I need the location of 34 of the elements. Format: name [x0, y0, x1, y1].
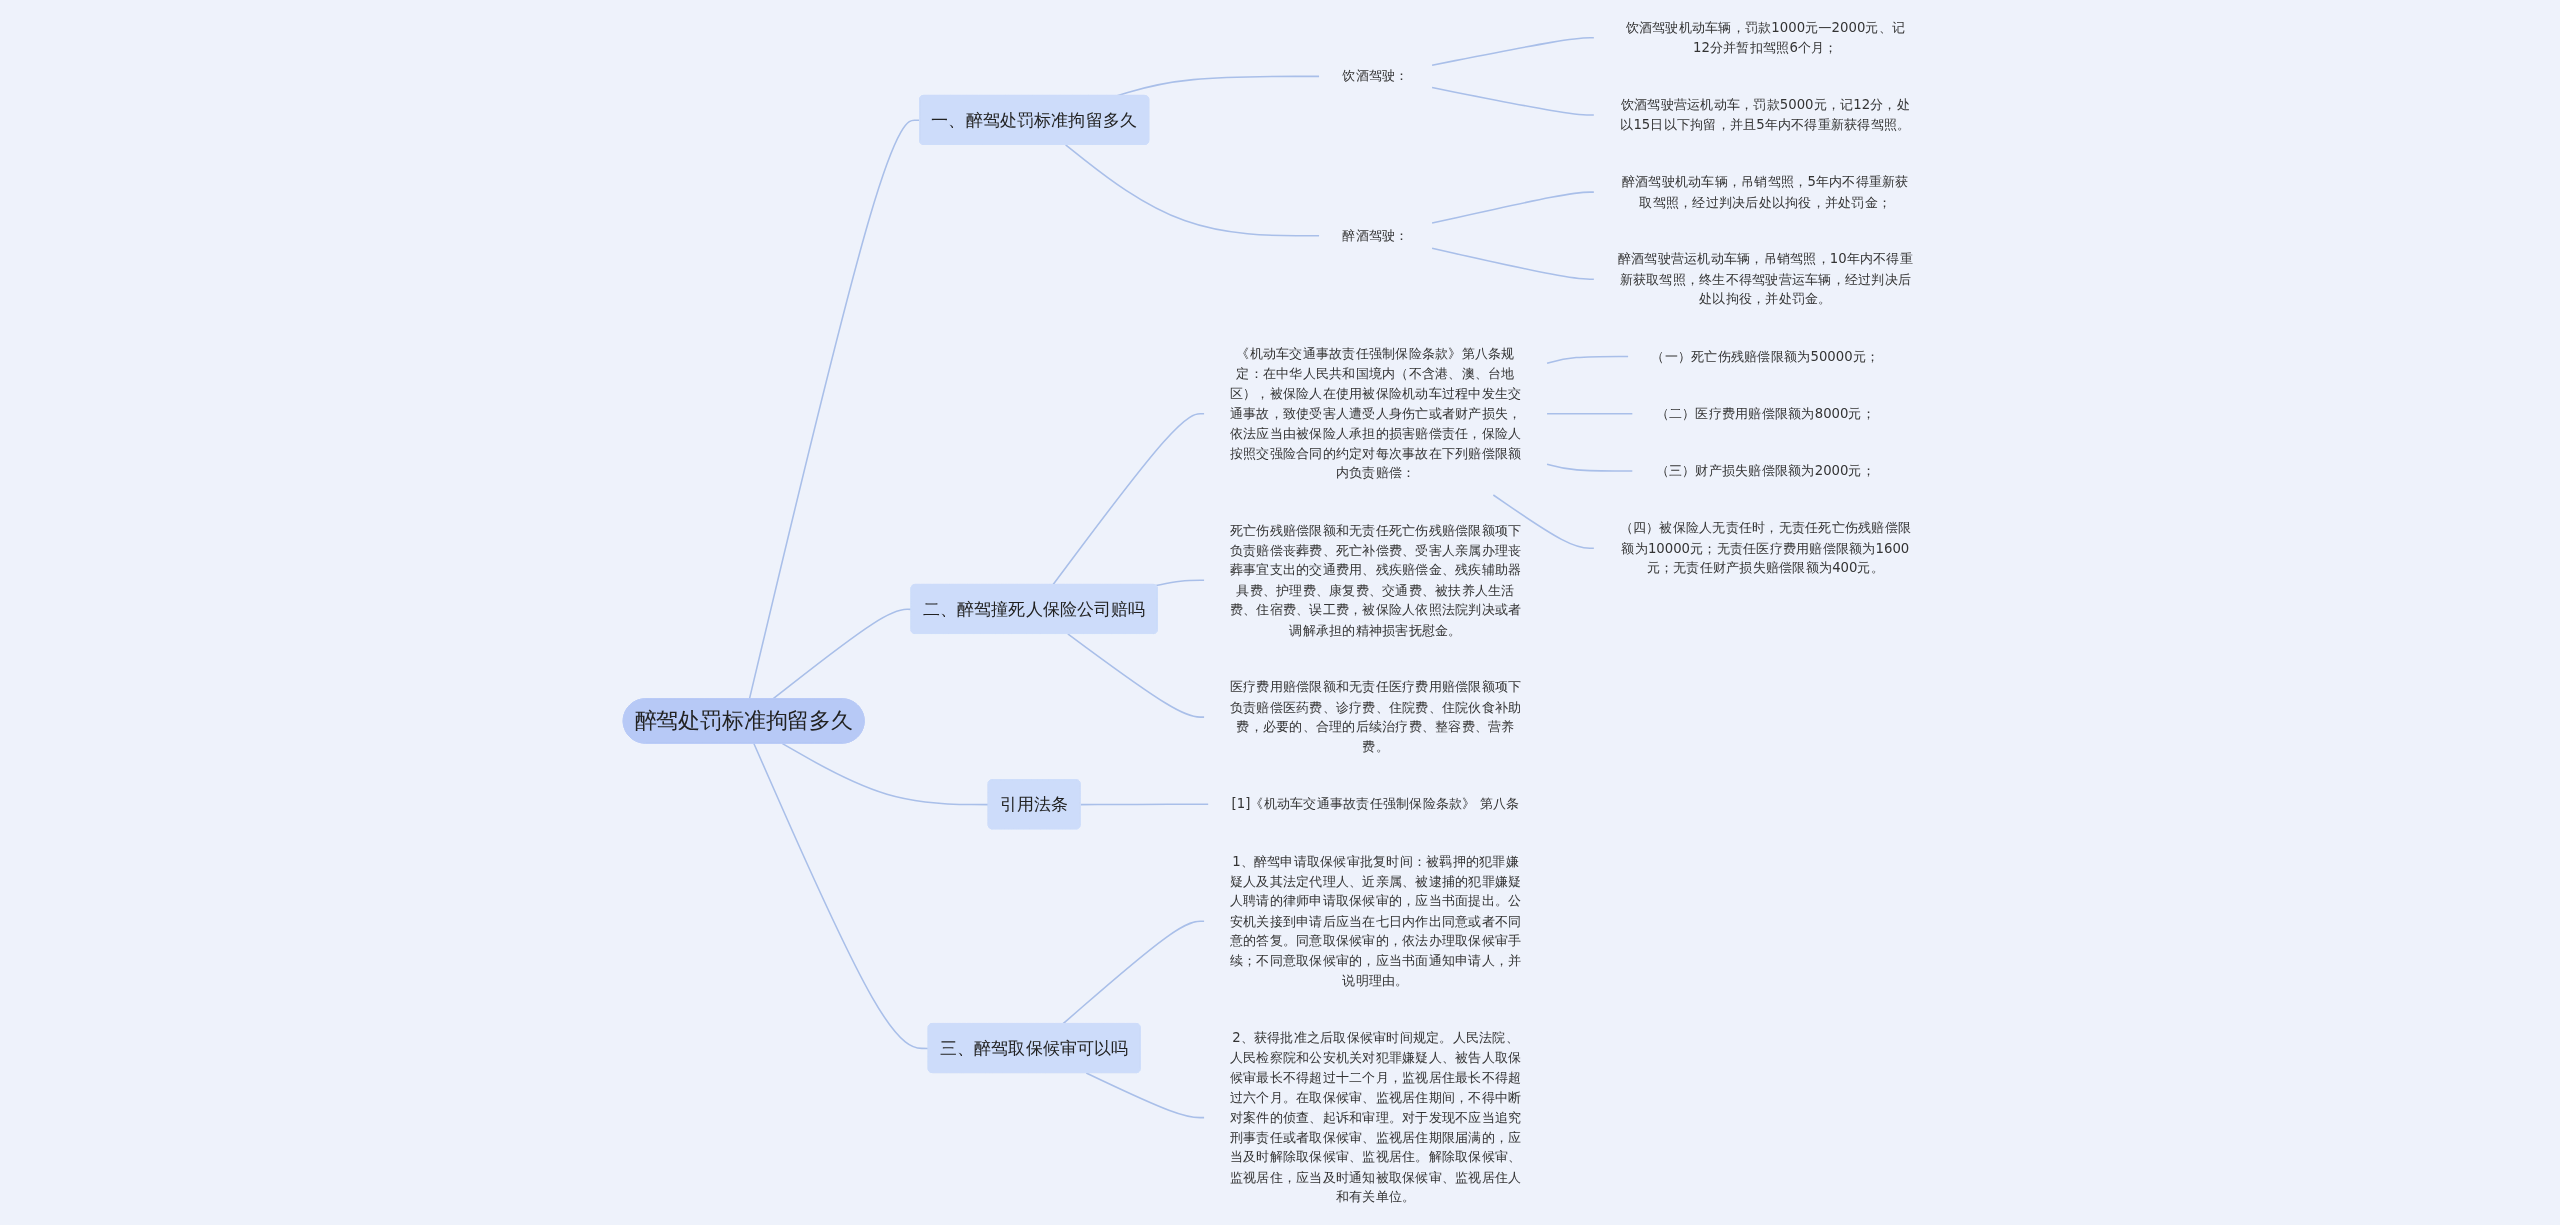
connector — [1052, 412, 1205, 586]
connector — [1546, 412, 1634, 415]
connector — [1431, 37, 1595, 66]
node-text: 醉酒驾驶营运机动车辆，吊销驾照，10年内不得重新获取驾照，终生不得驾驶营运车辆，经过判决后处以拘役，并处罚金。 — [1617, 251, 1913, 307]
node-text: 2、获得批准之后取保候审时间规定。人民法院、人民检察院和公安机关对犯罪嫌疑人、被告人取保候审最长不得超过十二个月，监视居住最长不得超过六个月。在取保候审、监视居住期间，不得中断对案件的侦查、起诉和审理。对于发现不应当追究刑事责任或者取保候审、监视居住期限届满的，应当及时解除取保候审、监视居住。解除取保候审、监视居住，应当及时通知被取保候审、监视居住人和有关单位。 — [1229, 1029, 1522, 1205]
connector — [1155, 579, 1205, 587]
connector — [1492, 494, 1595, 549]
node-text: 饮酒驾驶机动车辆，罚款1000元—2000元、记12分并暂扣驾照6个月； — [1625, 19, 1906, 55]
node-text: 《机动车交通事故责任强制保险条款》第八条规定：在中华人民共和国境内（不含港、澳、台地区），被保险人在使用被保险机动车过程中发生交通事故，致使受害人遭受人身伤亡或者财产损失，依法应当由被保险人承担的损害赔偿责任，保险人按照交强险合同的约定对每次事故在下列赔偿限额内负责赔偿： — [1229, 345, 1522, 481]
node-text: （二）医疗费用赔偿限额为8000元； — [1655, 405, 1875, 421]
connector — [748, 119, 921, 700]
node-text: 醉酒驾驶机动车辆，吊销驾照，5年内不得重新获取驾照，经过判决后处以拘役，并处罚金； — [1621, 173, 1909, 210]
connector — [1067, 633, 1205, 718]
connector — [1431, 86, 1595, 116]
node-text: （四）被保险人无责任时，无责任死亡伤残赔偿限额为10000元；无责任医疗费用赔偿限额为1600元；无责任财产损失赔偿限额为400元。 — [1619, 519, 1912, 576]
node-text: 1、醉驾申请取保候审批复时间：被羁押的犯罪嫌疑人及其法定代理人、近亲属、被逮捕的犯罪嫌疑人聘请的律师申请取保候审的，应当书面提出。公安机关接到申请后应当在七日内作出同意或者不同意的答复。同意取保候审的，依法办理取保候审手续；不同意取保候审的，应当书面通知申请人，并说明理由。 — [1229, 853, 1522, 989]
node-text: [1]《机动车交通事故责任强制保险条款》 第八条 — [1231, 795, 1520, 812]
connector — [1431, 247, 1595, 281]
node-text: 醉酒驾驶： — [1342, 227, 1409, 243]
connector — [1085, 1072, 1205, 1119]
node-text: （三）财产损失赔偿限额为2000元； — [1655, 462, 1875, 479]
node-text: 饮酒驾驶： — [1342, 68, 1409, 84]
node-text: 医疗费用赔偿限额和无责任医疗费用赔偿限额项下负责赔偿医药费、诊疗费、住院费、住院伙食补助费，必要的、合理的后续治疗费、整容费、营养费。 — [1229, 678, 1522, 755]
node-text: 死亡伤残赔偿限额和无责任死亡伤残赔偿限额项下负责赔偿丧葬费、死亡补偿费、受害人亲属办理丧葬事宜支出的交通费用、残疾赔偿金、残疾辅助器具费、护理费、康复费、交通费、被扶养人生活费、住宿费、误工费，被保险人依照法院判决或者调解承担的精神损害抚慰金。 — [1229, 522, 1522, 638]
connector — [753, 742, 930, 1050]
connector — [1546, 463, 1634, 472]
connector — [781, 742, 990, 806]
node-text: （一）死亡伤残赔偿限额为50000元； — [1651, 348, 1880, 364]
connector — [1546, 355, 1629, 365]
connector — [1431, 191, 1595, 224]
node-text: 饮酒驾驶营运机动车，罚款5000元，记12分，处以15日以下拘留，并且5年内不得重新获得驾照。 — [1620, 96, 1911, 133]
connector — [1079, 803, 1209, 806]
connector — [1064, 144, 1320, 237]
connector — [1062, 920, 1205, 1025]
